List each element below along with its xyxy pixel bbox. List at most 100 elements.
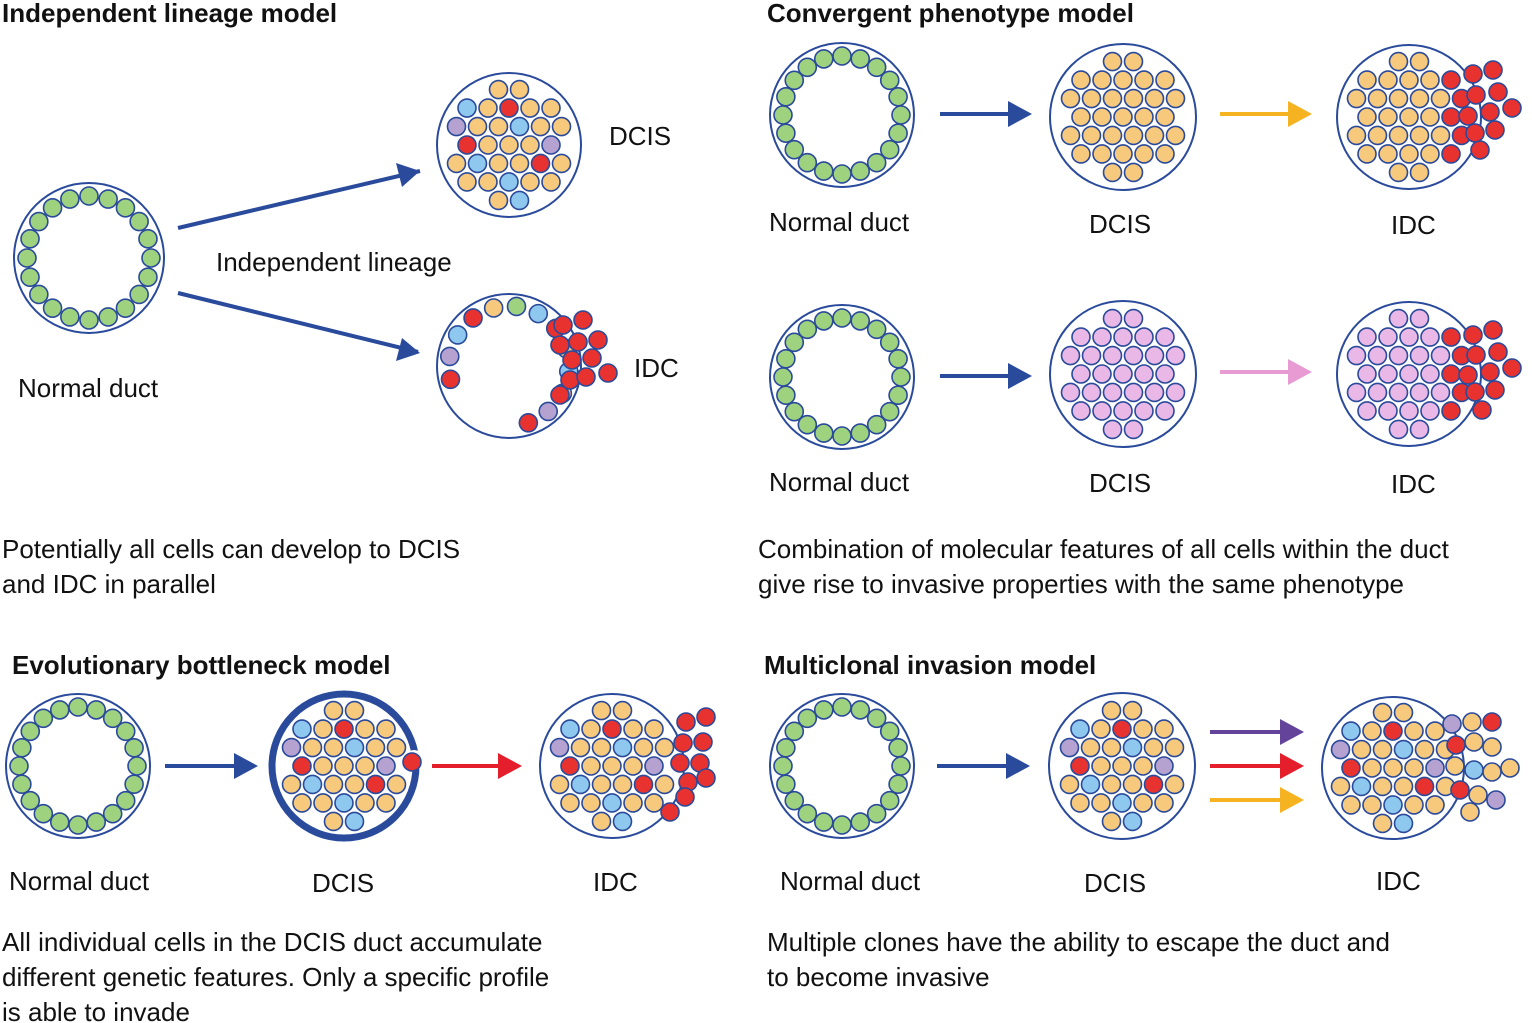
cell xyxy=(832,46,852,66)
cell xyxy=(520,98,540,118)
cell xyxy=(138,267,158,287)
cell xyxy=(98,189,118,209)
cell xyxy=(696,768,716,788)
cell xyxy=(86,812,107,832)
cell xyxy=(797,57,818,78)
cell xyxy=(1060,88,1081,109)
cell xyxy=(1092,70,1112,90)
arrow-head xyxy=(1280,719,1304,745)
cell xyxy=(776,737,796,758)
caption-line: different genetic features. Only a speci… xyxy=(2,962,549,992)
cell xyxy=(509,190,530,211)
cell xyxy=(850,49,871,69)
cell xyxy=(447,325,468,345)
cell xyxy=(439,346,460,367)
cell xyxy=(1388,162,1409,183)
cell xyxy=(1414,776,1435,797)
label-normal-duct: Normal duct xyxy=(9,866,150,896)
cell xyxy=(1409,51,1430,72)
cell xyxy=(1362,758,1382,778)
cell xyxy=(1123,308,1144,329)
cell xyxy=(1486,790,1506,810)
cell xyxy=(530,153,551,174)
cell xyxy=(776,385,796,406)
cell xyxy=(1488,342,1508,362)
cell xyxy=(323,811,344,832)
cell xyxy=(832,308,852,328)
cell xyxy=(850,423,871,443)
cell xyxy=(386,774,407,795)
cell xyxy=(1101,700,1122,721)
cell xyxy=(776,86,796,107)
cell xyxy=(633,737,654,758)
cell xyxy=(334,756,354,776)
cell xyxy=(644,793,664,813)
cell xyxy=(1134,327,1154,347)
cell xyxy=(560,756,580,776)
label-normal-duct: Normal duct xyxy=(18,373,159,403)
cell xyxy=(1393,702,1414,723)
cell xyxy=(623,719,643,739)
cell xyxy=(528,303,549,324)
cell xyxy=(633,774,654,795)
cell xyxy=(478,172,498,192)
cell xyxy=(1357,144,1377,164)
cell xyxy=(1080,774,1101,795)
cell xyxy=(49,812,70,832)
arrow-to-idc xyxy=(177,291,419,354)
ducts-layer xyxy=(5,42,1522,842)
cell xyxy=(1378,327,1398,347)
cell xyxy=(29,284,49,305)
cell xyxy=(129,211,149,232)
arrow-head xyxy=(396,338,420,361)
cell xyxy=(1071,70,1091,90)
label-normal-duct: Normal duct xyxy=(780,866,921,896)
cell xyxy=(570,774,591,795)
cell xyxy=(1409,308,1430,329)
cell xyxy=(1500,758,1520,778)
title-independent: Independent lineage model xyxy=(2,0,337,28)
duct-outline xyxy=(5,693,151,839)
arrow-head xyxy=(1008,101,1032,127)
cell xyxy=(1420,327,1440,347)
cell xyxy=(530,116,551,137)
cell xyxy=(1060,382,1081,403)
cell xyxy=(673,733,693,753)
cell xyxy=(1460,802,1480,822)
cell xyxy=(879,70,900,91)
cell xyxy=(1123,125,1144,146)
cell xyxy=(1399,364,1419,384)
cell xyxy=(1470,140,1490,160)
cell xyxy=(797,414,818,435)
duct-outline xyxy=(436,293,582,439)
cell xyxy=(1458,365,1478,385)
cell xyxy=(1482,712,1502,732)
cell xyxy=(1165,345,1186,366)
cell xyxy=(1123,382,1144,403)
cell xyxy=(1346,382,1367,403)
cell xyxy=(102,708,123,729)
cell xyxy=(1330,776,1351,797)
cell xyxy=(891,367,911,387)
cell xyxy=(355,756,375,776)
cell xyxy=(334,719,354,739)
cell xyxy=(344,811,365,832)
cell xyxy=(1425,795,1445,815)
cell xyxy=(797,152,818,173)
cell xyxy=(879,139,900,160)
cell xyxy=(1351,739,1372,760)
cell xyxy=(1357,327,1377,347)
cell xyxy=(612,811,633,832)
label-idc: IDC xyxy=(634,353,679,383)
cell xyxy=(1154,793,1174,813)
cell xyxy=(1102,419,1123,440)
cell xyxy=(115,298,136,318)
cell xyxy=(302,737,323,758)
cell xyxy=(365,737,386,758)
arrow-head xyxy=(1008,363,1032,389)
cell xyxy=(1155,144,1175,164)
cell xyxy=(79,310,99,330)
cell xyxy=(1442,714,1462,734)
cell xyxy=(1164,737,1185,758)
cell xyxy=(784,790,805,811)
